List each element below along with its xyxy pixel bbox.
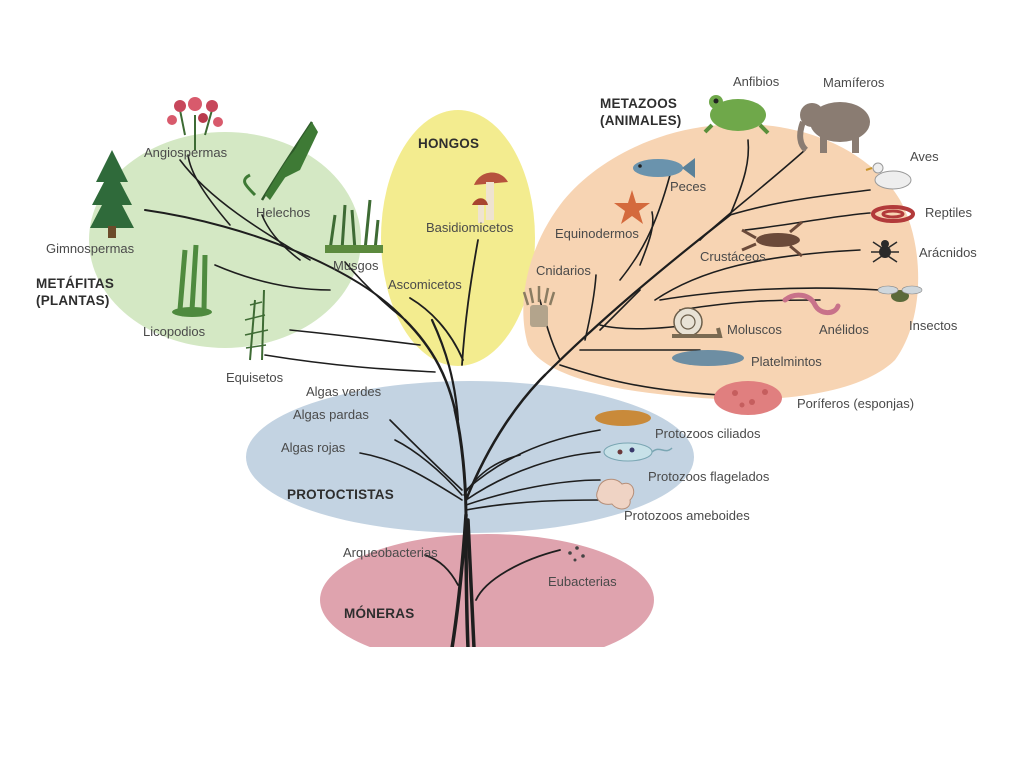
licopodios-icon xyxy=(172,244,212,317)
label-equisetos: Equisetos xyxy=(226,370,284,385)
kingdom-regions xyxy=(89,110,919,647)
helechos-fern-icon xyxy=(243,121,318,201)
protozoos-ciliados-icon xyxy=(595,410,651,426)
label-helechos: Helechos xyxy=(256,205,311,220)
label-aracnidos: Arácnidos xyxy=(919,245,977,260)
protozoos-ameboides-icon xyxy=(596,478,635,510)
basidiomicetos-mushroom-icon xyxy=(472,172,508,223)
crustaceos-lobster-icon xyxy=(741,220,803,258)
label-aves: Aves xyxy=(910,149,939,164)
label-moluscos: Moluscos xyxy=(727,322,782,337)
protoctistas-group-title: PROTOCTISTAS xyxy=(287,487,394,502)
label-ascomicetos: Ascomicetos xyxy=(388,277,462,292)
equisetos-horsetail-icon xyxy=(244,289,269,361)
label-angiospermas: Angiospermas xyxy=(144,145,228,160)
metazoos-group-title: METAZOOS (ANIMALES) xyxy=(600,96,682,130)
protoctistas-region xyxy=(246,381,694,533)
label-musgos: Musgos xyxy=(333,258,379,273)
aracnidos-spider-icon xyxy=(871,240,899,263)
moneras-region xyxy=(320,534,654,647)
anfibios-frog-icon xyxy=(703,95,770,135)
label-eubacterias: Eubacterias xyxy=(548,574,617,589)
musgos-moss-icon xyxy=(325,199,383,253)
metazoos-line2: (ANIMALES) xyxy=(600,112,682,128)
metafitas-line2: (PLANTAS) xyxy=(36,292,110,308)
metafitas-line1: METÁFITAS xyxy=(36,276,115,291)
reptiles-snake-icon xyxy=(871,205,915,223)
cnidarios-anemone-icon xyxy=(522,286,556,327)
equinodermos-starfish-icon xyxy=(614,190,650,224)
label-peces: Peces xyxy=(670,179,707,194)
protozoos-flagelados-icon xyxy=(603,442,673,462)
label-licopodios: Licopodios xyxy=(143,324,206,339)
moluscos-snail-icon xyxy=(672,307,723,338)
label-arqueobacterias: Arqueobacterias xyxy=(343,545,438,560)
label-anelidos: Anélidos xyxy=(819,322,869,337)
mamiferos-elephant-icon xyxy=(797,102,870,153)
label-cnidarios: Cnidarios xyxy=(536,263,591,278)
insectos-fly-icon xyxy=(877,285,923,302)
label-reptiles: Reptiles xyxy=(925,205,972,220)
label-platelmintos: Platelmintos xyxy=(751,354,822,369)
poriferos-sponge-icon xyxy=(714,381,782,415)
anelidos-worm-icon xyxy=(782,292,841,316)
label-gimnospermas: Gimnospermas xyxy=(46,241,135,256)
gimnospermas-tree-icon xyxy=(90,150,134,238)
metazoos-line1: METAZOOS xyxy=(600,96,678,111)
tree-branches xyxy=(144,139,881,647)
plantas-region xyxy=(89,132,361,348)
label-algas-rojas: Algas rojas xyxy=(281,440,346,455)
platelmintos-flatworm-icon xyxy=(672,350,744,366)
label-mamiferos: Mamíferos xyxy=(823,75,885,90)
label-algas-pardas: Algas pardas xyxy=(293,407,369,422)
eubacterias-icon xyxy=(568,546,585,562)
label-protozoos-ciliados: Protozoos ciliados xyxy=(655,426,761,441)
metafitas-group-title: METÁFITAS (PLANTAS) xyxy=(36,276,114,310)
label-equinodermos: Equinodermos xyxy=(555,226,639,241)
aves-bird-icon xyxy=(865,162,912,190)
moneras-group-title: MÓNERAS xyxy=(344,606,415,621)
label-basidiomicetos: Basidiomicetos xyxy=(426,220,514,235)
label-poriferos: Poríferos (esponjas) xyxy=(797,396,915,411)
animales-region xyxy=(523,124,919,400)
angiospermas-flower-icon xyxy=(167,97,223,150)
label-crustaceos: Crustáceos xyxy=(700,249,766,264)
label-protozoos-ameboides: Protozoos ameboides xyxy=(624,508,750,523)
hongos-group-title: HONGOS xyxy=(418,136,480,151)
peces-fish-icon xyxy=(633,158,695,178)
organism-icons xyxy=(90,95,923,562)
label-anfibios: Anfibios xyxy=(733,74,780,89)
label-algas-verdes: Algas verdes xyxy=(306,384,382,399)
label-protozoos-flagelados: Protozoos flagelados xyxy=(648,469,770,484)
label-insectos: Insectos xyxy=(909,318,958,333)
